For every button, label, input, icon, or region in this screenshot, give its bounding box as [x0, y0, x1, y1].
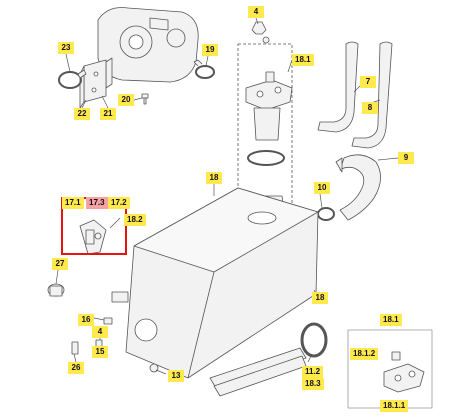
callout-17-1: 17.1 [62, 197, 84, 209]
callout-10: 10 [314, 182, 330, 194]
callout-21: 21 [100, 108, 116, 120]
float-switch [79, 219, 107, 255]
callout-26: 26 [68, 362, 84, 374]
callout-11-2: 11.2 [302, 366, 324, 378]
bracket [79, 59, 107, 109]
callout-7: 7 [360, 76, 376, 88]
callout-23: 23 [58, 42, 74, 54]
callout-18-1-inset: 18.1 [380, 314, 402, 326]
callout-9: 9 [398, 152, 414, 164]
callout-4-mid: 4 [92, 326, 108, 338]
hose-clamp [317, 207, 335, 221]
callout-18-main: 18 [206, 172, 222, 184]
sealing-ring [300, 322, 328, 358]
filter-element [209, 347, 307, 397]
inset-housing [347, 329, 433, 409]
callout-18-1-1: 18.1.1 [380, 400, 409, 412]
callout-22: 22 [74, 108, 90, 120]
callout-17-3: 17.3 [86, 197, 108, 209]
fitting-small [71, 317, 113, 355]
callout-18-3: 18.3 [302, 378, 324, 390]
water-tank [111, 187, 319, 379]
clip [251, 21, 270, 44]
hose-clamp [193, 59, 215, 79]
hose-pipe [317, 41, 393, 149]
callout-13: 13 [168, 370, 184, 382]
callout-27: 27 [52, 258, 68, 270]
callout-17-2: 17.2 [108, 197, 130, 209]
callout-18-1-2: 18.1.2 [350, 348, 379, 360]
callout-19: 19 [202, 44, 218, 56]
callout-15: 15 [92, 346, 108, 358]
callout-4-top: 4 [248, 6, 264, 18]
cap-fitting [47, 283, 65, 297]
callout-8: 8 [362, 102, 378, 114]
hose [335, 154, 381, 221]
callout-18-2: 18.2 [124, 214, 146, 226]
callout-20: 20 [118, 94, 134, 106]
callout-18-bottom: 18 [312, 292, 328, 304]
callout-16: 16 [78, 314, 94, 326]
pump-assembly [97, 7, 199, 89]
bolt [141, 93, 149, 105]
callout-18-1-top: 18.1 [292, 54, 314, 66]
